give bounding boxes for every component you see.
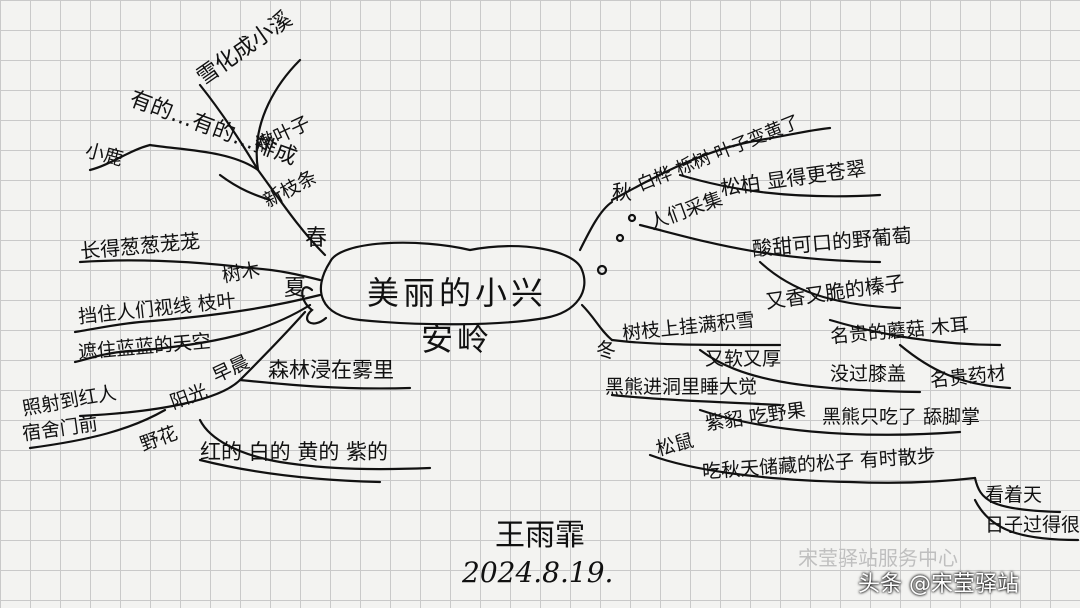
winter-bear-paw: 黑熊只吃了 舔脚掌 (822, 406, 981, 428)
center-title: 美丽的小兴安岭 (366, 274, 547, 358)
winter-soft: 又软又厚 (705, 348, 782, 370)
winter-branch: 冬 (596, 338, 616, 362)
flower-colors: 红的 白的 黄的 紫的 (200, 440, 389, 464)
morning-forest-fog: 森林浸在雾里 (268, 358, 394, 382)
spring-branch: 春 (305, 226, 328, 251)
watermark-account: 宋莹驿站服务中心 (798, 546, 958, 570)
watermark-platform: 头条 @宋莹驿站 (858, 572, 1019, 597)
summer-branch: 夏 (284, 276, 307, 301)
center-bubble (319, 241, 586, 326)
autumn-branch: 秋 (612, 180, 632, 204)
author-name: 王雨霏 (495, 518, 585, 553)
author-date: 2024.8.19. (462, 556, 614, 589)
pine-sky: 看着天 (985, 484, 1043, 506)
pine-days: 日子过得很 (985, 514, 1080, 536)
winter-knees: 没过膝盖 (830, 363, 907, 385)
winter-bear: 黑熊进洞里睡大觉 (605, 376, 758, 398)
